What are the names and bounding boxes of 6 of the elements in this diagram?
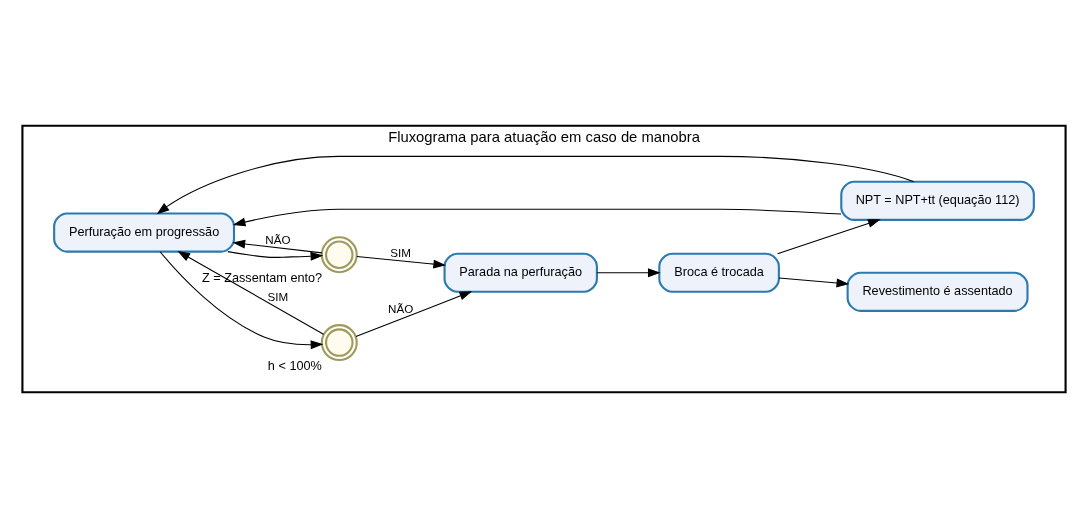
edge-label: SIM [267,290,289,304]
edge-label: SIM [390,245,411,259]
node-label: Z = Zassentam ento? [201,271,323,286]
edge-label: NÃO [265,232,291,246]
node-label: h < 100% [267,359,322,374]
edge-label: NÃO [388,301,414,315]
